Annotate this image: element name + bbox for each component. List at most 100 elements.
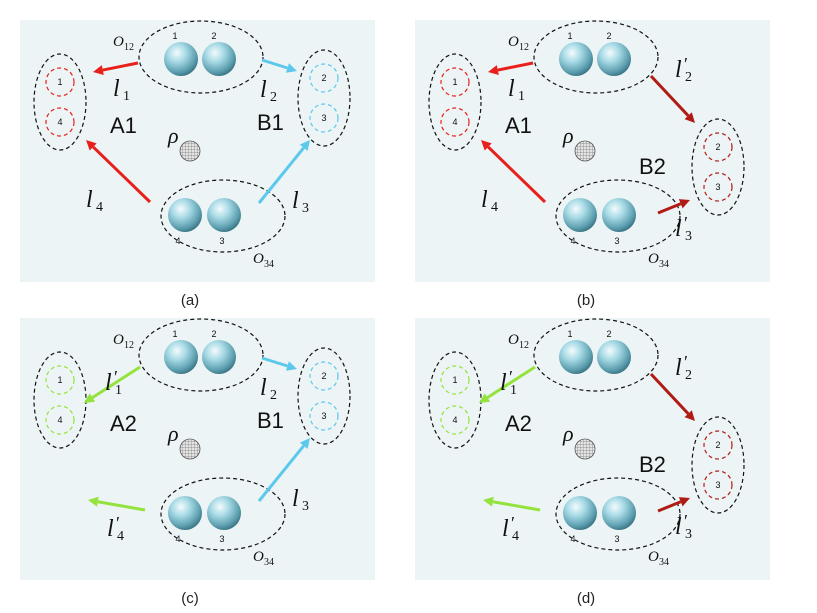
particle-3 bbox=[207, 198, 241, 232]
arm-subscript: 2 bbox=[270, 388, 277, 403]
arrow-top-right bbox=[261, 58, 297, 73]
rho-state-disc bbox=[179, 438, 201, 460]
particle-4-label: 4 bbox=[570, 236, 575, 246]
site-3-circle bbox=[703, 172, 733, 202]
site-4-label: 4 bbox=[57, 415, 62, 425]
arrow-head bbox=[479, 393, 491, 403]
o12-subscript: 12 bbox=[124, 42, 134, 53]
measurement-left-label: A2 bbox=[505, 411, 532, 436]
arrow-shaft bbox=[649, 74, 690, 117]
arm-subscript: 1 bbox=[510, 383, 517, 398]
prime-mark: ′ bbox=[116, 513, 120, 533]
arrow-shaft bbox=[649, 372, 690, 415]
arm-symbol: l bbox=[105, 370, 112, 396]
particle-3 bbox=[207, 496, 241, 530]
source-o34-enclosure bbox=[160, 477, 286, 551]
arrow-head bbox=[299, 438, 310, 449]
particle-1 bbox=[559, 42, 593, 76]
source-o34-enclosure bbox=[555, 179, 681, 253]
prime-mark: ′ bbox=[511, 513, 515, 533]
particle-1 bbox=[559, 340, 593, 374]
o34-symbol: O bbox=[648, 251, 659, 267]
o12-subscript: 12 bbox=[519, 340, 529, 351]
particle-1 bbox=[164, 340, 198, 374]
arm-symbol: l bbox=[260, 77, 267, 103]
arrow-head bbox=[678, 199, 690, 209]
arm-subscript: 2 bbox=[270, 90, 277, 105]
arrow-shaft bbox=[487, 145, 547, 204]
arrow-shaft bbox=[261, 356, 288, 368]
arrow-bottom-left bbox=[483, 496, 541, 512]
arrow-head bbox=[88, 496, 99, 507]
arm-subscript: 3 bbox=[685, 527, 692, 542]
site-3-label: 3 bbox=[321, 113, 326, 123]
arrow-bottom-right bbox=[657, 199, 690, 215]
measurement-left: 14 bbox=[33, 53, 87, 151]
label-top-left: l′1 bbox=[500, 367, 517, 398]
arm-subscript: 4 bbox=[96, 200, 103, 215]
arm-symbol: l bbox=[675, 216, 682, 242]
arrow-shaft bbox=[261, 58, 288, 70]
source-o34-enclosure bbox=[555, 477, 681, 551]
prime-mark: ′ bbox=[684, 54, 688, 74]
particle-4 bbox=[168, 496, 202, 530]
site-1-circle bbox=[440, 67, 470, 97]
arrow-bottom-right bbox=[257, 140, 310, 204]
o34-symbol: O bbox=[253, 549, 264, 565]
measurement-enclosure bbox=[428, 53, 482, 151]
arrow-bottom-left bbox=[86, 140, 152, 204]
o12-subscript: 12 bbox=[124, 340, 134, 351]
arrow-bottom-right bbox=[657, 497, 690, 513]
site-2-circle bbox=[309, 361, 339, 391]
particle-2 bbox=[202, 340, 236, 374]
site-4-circle bbox=[440, 405, 470, 435]
particle-4 bbox=[563, 198, 597, 232]
rho-label: ρ bbox=[167, 421, 179, 446]
measurement-left: 14 bbox=[428, 53, 482, 151]
measurement-right: 23 bbox=[691, 416, 745, 514]
site-2-circle bbox=[309, 63, 339, 93]
site-1-label: 1 bbox=[57, 77, 62, 87]
arrow-top-left bbox=[84, 365, 141, 403]
site-4-circle bbox=[45, 405, 75, 435]
prime-mark: ′ bbox=[684, 511, 688, 531]
label-bottom-right: l′3 bbox=[675, 213, 692, 244]
measurement-right: 23 bbox=[297, 49, 351, 147]
o12-symbol: O bbox=[508, 332, 519, 348]
site-4-circle bbox=[45, 107, 75, 137]
source-o12-enclosure bbox=[533, 318, 659, 392]
arrow-shaft bbox=[486, 365, 536, 399]
particle-4 bbox=[563, 496, 597, 530]
arm-subscript: 1 bbox=[518, 89, 525, 104]
o34-subscript: 34 bbox=[659, 259, 669, 270]
source-o12-enclosure bbox=[138, 318, 264, 392]
rho-label: ρ bbox=[562, 421, 574, 446]
arrow-head bbox=[678, 497, 690, 507]
label-bottom-left: l′4 bbox=[502, 513, 519, 544]
site-2-circle bbox=[703, 132, 733, 162]
label-top-right: l′2 bbox=[675, 54, 692, 85]
particle-1-label: 1 bbox=[567, 329, 572, 339]
arm-symbol: l bbox=[86, 187, 93, 213]
arm-subscript: 1 bbox=[115, 383, 122, 398]
arrow-shaft bbox=[657, 500, 682, 513]
arm-symbol: l bbox=[481, 187, 488, 213]
caption-c: (c) bbox=[181, 590, 199, 607]
o12-symbol: O bbox=[113, 332, 124, 348]
arrow-top-left bbox=[479, 365, 536, 403]
arrow-head bbox=[481, 140, 492, 151]
site-2-circle bbox=[703, 430, 733, 460]
site-4-label: 4 bbox=[452, 415, 457, 425]
